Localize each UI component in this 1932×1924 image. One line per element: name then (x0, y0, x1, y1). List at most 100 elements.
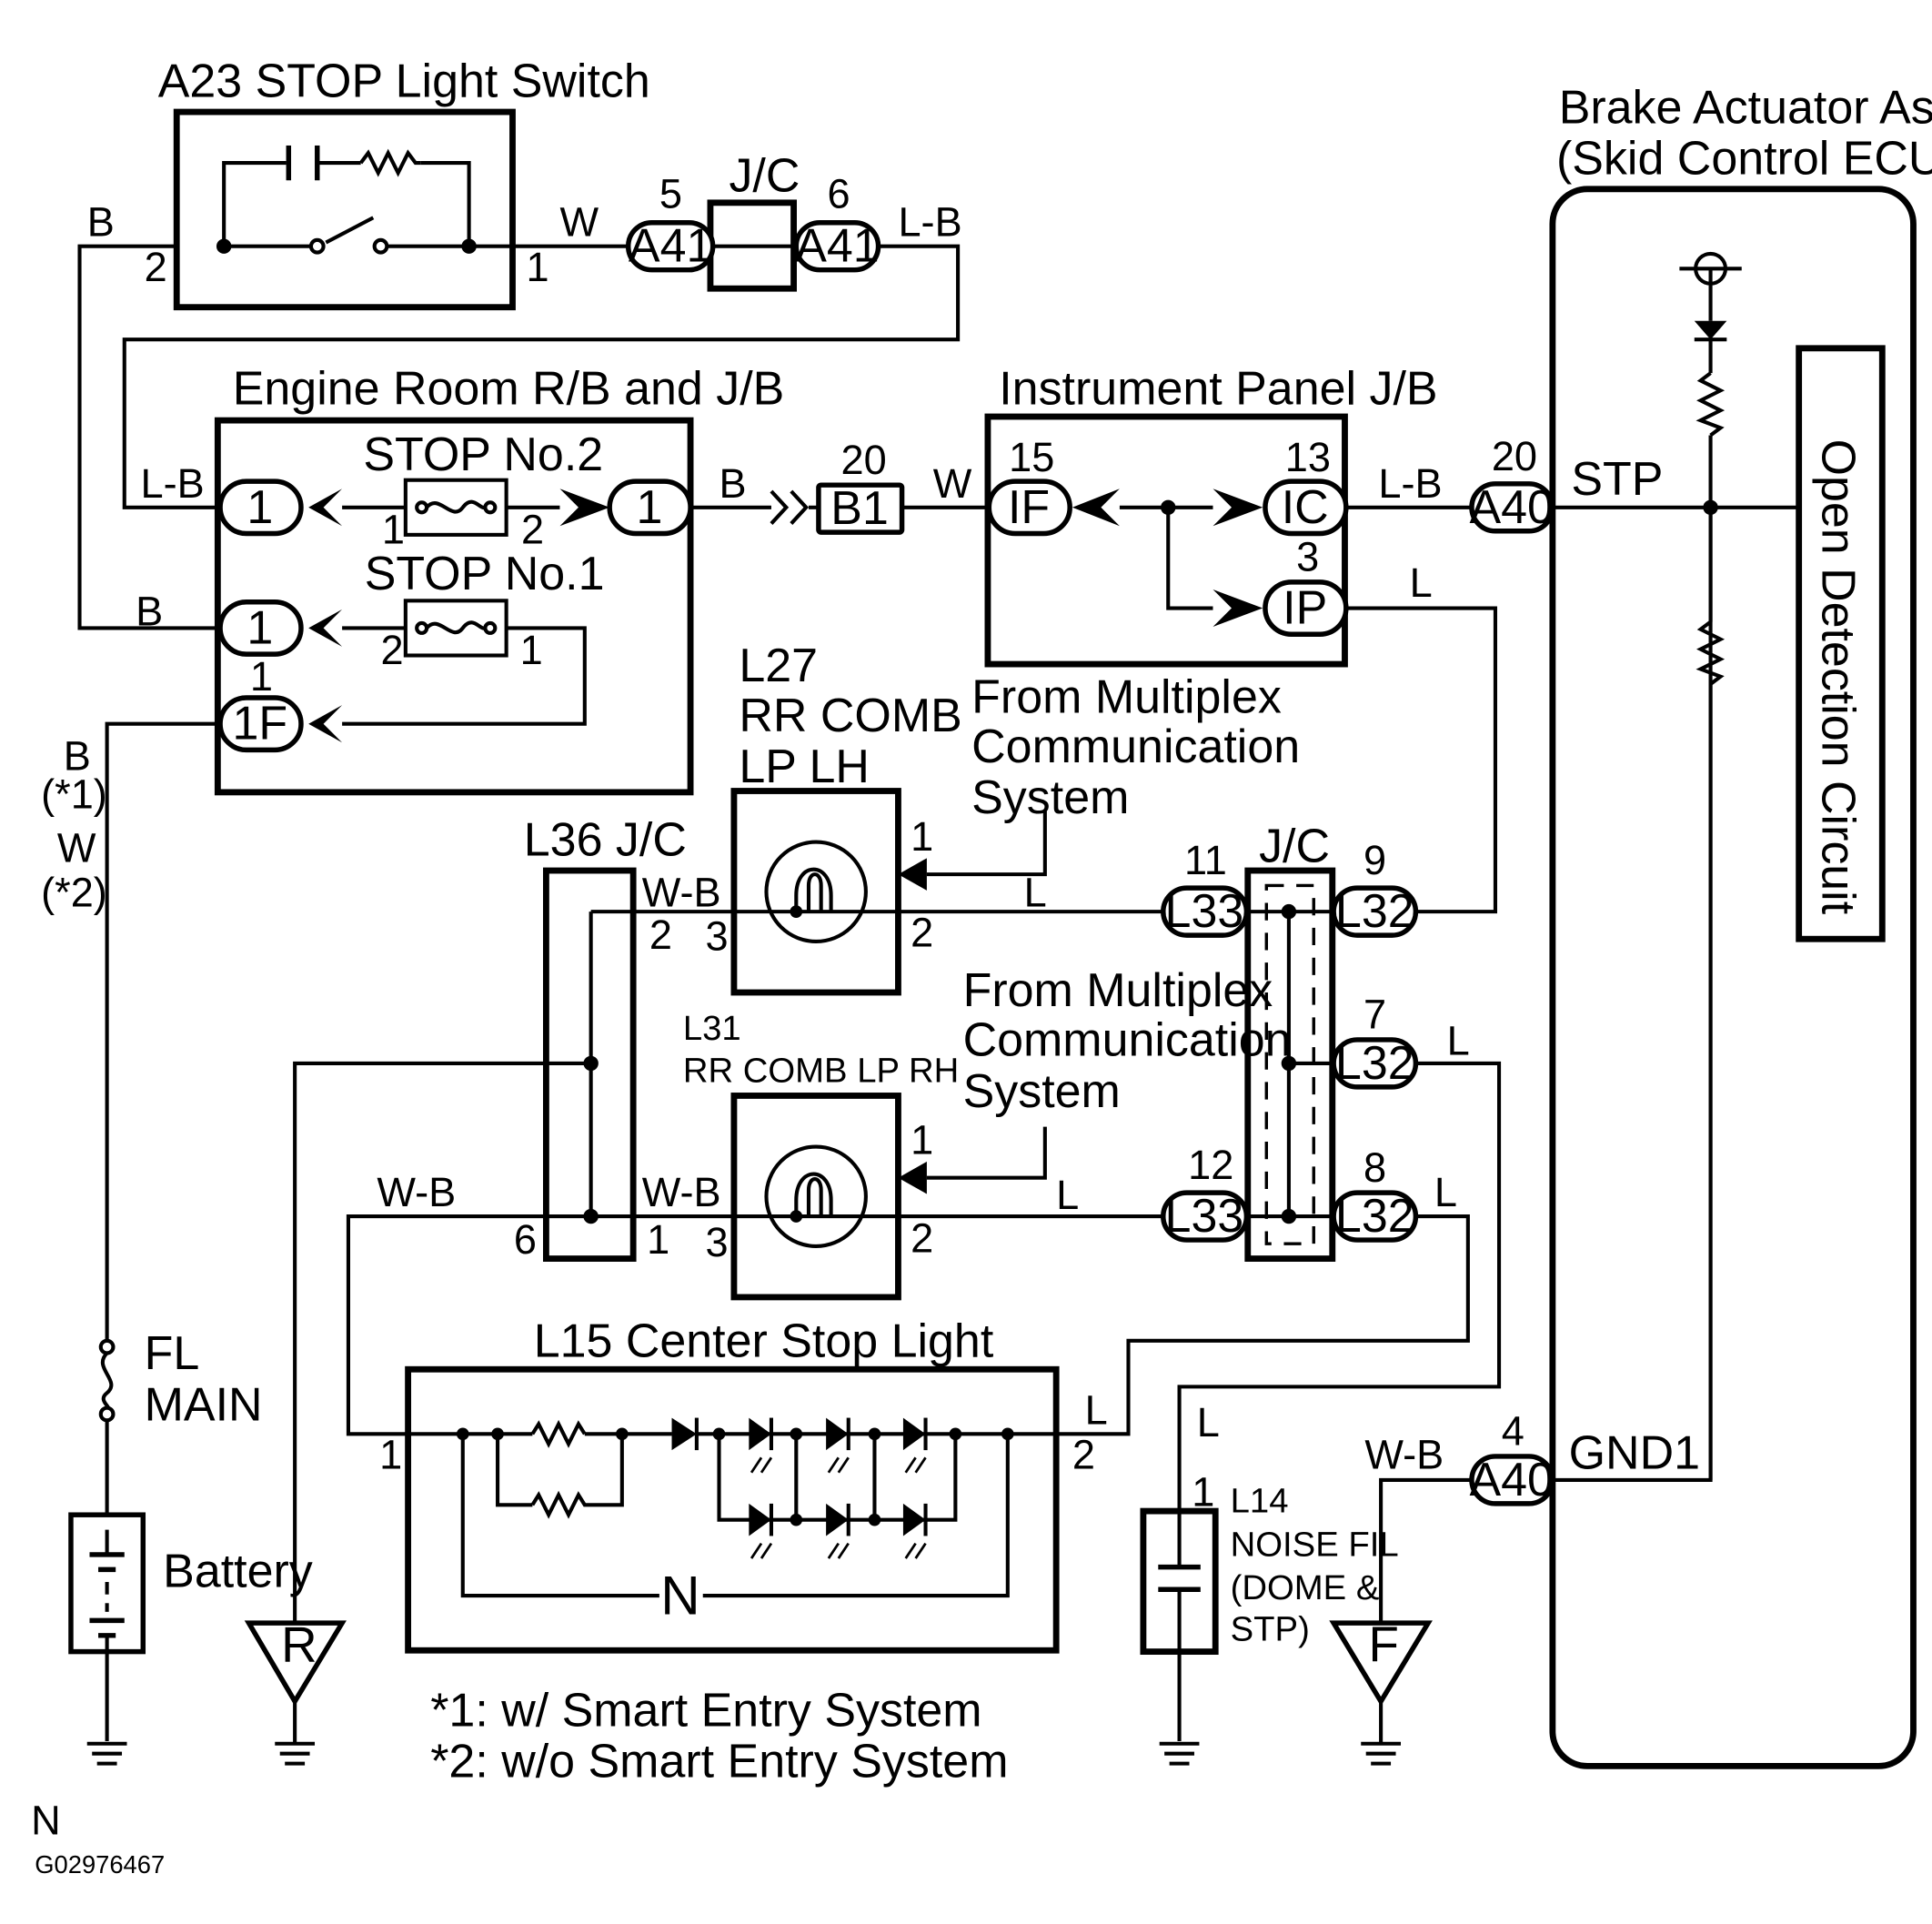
earth-icon-r (275, 1741, 316, 1766)
earth-icon-battery (86, 1741, 127, 1766)
svg-text:3: 3 (705, 913, 728, 960)
svg-text:L: L (1410, 559, 1433, 606)
svg-text:1: 1 (647, 1216, 669, 1263)
connector-l32-8: L32 (1331, 1190, 1419, 1243)
svg-text:L32: L32 (1335, 885, 1414, 938)
connector-l32-9: L32 (1331, 885, 1419, 938)
bulb-icon-l31 (764, 1144, 868, 1248)
l15-label: L15 Center Stop Light (534, 1315, 994, 1368)
instrument-panel-title: Instrument Panel J/B (999, 362, 1437, 415)
fuse-stop1-label: STOP No.1 (365, 548, 605, 600)
svg-text:L: L (1434, 1169, 1457, 1215)
svg-text:9: 9 (1363, 837, 1386, 883)
engine-room-title: Engine Room R/B and J/B (233, 362, 785, 415)
battery-label: Battery (163, 1546, 313, 1598)
footer: N G02976467 (31, 1798, 165, 1879)
svg-text:12: 12 (1188, 1142, 1233, 1188)
open-detection-label: Open Detection Circuit (1812, 439, 1865, 915)
svg-text:L: L (1056, 1172, 1079, 1218)
brake-actuator-subtitle: (Skid Control ECU) (1556, 132, 1932, 185)
svg-text:1: 1 (382, 506, 405, 552)
connector-a41-left: A41 (625, 220, 716, 273)
l27-name-1: RR COMB (739, 690, 961, 742)
connector-ic: IC (1263, 478, 1349, 537)
brake-actuator-title: Brake Actuator Assy (1559, 81, 1932, 134)
svg-text:2: 2 (1072, 1432, 1095, 1478)
svg-text:A41: A41 (795, 220, 879, 273)
connector-1f: 1F (217, 695, 304, 753)
earth-icon-f (1361, 1741, 1402, 1766)
svg-text:W-B: W-B (642, 870, 721, 916)
lamp-symbols (764, 840, 868, 1248)
l27-name-2: LP LH (739, 740, 869, 793)
connector-ip: IP (1263, 579, 1349, 637)
connector-a40-stp: A40 (1469, 481, 1555, 534)
svg-text:(*1): (*1) (41, 771, 107, 818)
connector-l33-11: L33 (1161, 885, 1250, 938)
svg-text:1: 1 (250, 653, 273, 700)
ground-label-r: R (281, 1617, 317, 1673)
svg-text:L: L (1024, 870, 1047, 916)
svg-text:1: 1 (527, 244, 549, 290)
l14-name-2: (DOME & (1231, 1568, 1380, 1607)
connector-l33-12: L33 (1161, 1190, 1250, 1243)
legend: *1: w/ Smart Entry System *2: w/o Smart … (430, 1685, 1008, 1788)
fuse-stop2-label: STOP No.2 (363, 428, 603, 481)
svg-text:2: 2 (649, 912, 672, 958)
fuses (98, 478, 508, 1423)
svg-text:1: 1 (911, 1117, 933, 1163)
connector-er-1-left-top: 1 (217, 478, 304, 537)
svg-text:L33: L33 (1165, 1190, 1244, 1243)
svg-text:L: L (1085, 1386, 1108, 1433)
gnd1-signal-label: GND1 (1569, 1427, 1700, 1480)
component-boxes (173, 108, 1917, 1769)
svg-text:L-B: L-B (141, 460, 205, 507)
svg-text:L32: L32 (1335, 1037, 1414, 1090)
svg-text:8: 8 (1363, 1144, 1386, 1191)
svg-text:W: W (559, 199, 599, 246)
svg-text:B: B (87, 199, 115, 246)
svg-text:L33: L33 (1165, 885, 1244, 938)
svg-text:15: 15 (1009, 434, 1054, 480)
connector-a40-gnd: A40 (1469, 1454, 1555, 1506)
svg-text:W-B: W-B (1364, 1432, 1444, 1478)
diode-circuit-letter: N (660, 1566, 699, 1627)
earth-icon-filter (1159, 1741, 1200, 1766)
inline-connector-b (770, 489, 810, 525)
multiplex-2-line-1: From Multiplex (963, 964, 1273, 1017)
l14-name-1: NOISE FIL (1231, 1525, 1399, 1564)
svg-text:IF: IF (1008, 481, 1050, 534)
pin-numbers: 2 1 5 6 1 2 2 1 1 20 15 13 3 20 1 2 3 2 … (145, 170, 1537, 1515)
l15-circuit: N (410, 1417, 1058, 1627)
legend-note-1: *1: w/ Smart Entry System (430, 1685, 981, 1738)
svg-text:3: 3 (1296, 534, 1319, 580)
svg-text:A40: A40 (1469, 481, 1553, 534)
connector-l32-7: L32 (1331, 1037, 1419, 1090)
svg-text:1: 1 (636, 481, 662, 534)
svg-text:B: B (719, 460, 747, 507)
capacitor-icon (1158, 1511, 1201, 1655)
svg-text:3: 3 (705, 1219, 728, 1265)
l31-code: L31 (683, 1009, 741, 1048)
wires (77, 161, 1798, 1744)
wire-color-labels: B W L-B L-B B W L-B L B B (*1) W (*2) W-… (41, 199, 1470, 1478)
svg-text:13: 13 (1285, 434, 1331, 480)
svg-text:5: 5 (659, 170, 682, 217)
switch-symbols (216, 145, 477, 255)
connector-arrows (308, 489, 1263, 1194)
multiplex-1-line-3: System (971, 771, 1129, 824)
connector-if: IF (986, 478, 1072, 537)
battery-icon (68, 1512, 146, 1655)
l36-label: L36 J/C (524, 814, 687, 867)
svg-text:2: 2 (381, 627, 404, 673)
svg-text:2: 2 (911, 909, 933, 955)
figure-code: G02976467 (35, 1850, 165, 1879)
svg-text:IC: IC (1282, 481, 1329, 534)
fl-main-label-1: FL (145, 1327, 200, 1380)
svg-text:4: 4 (1502, 1408, 1524, 1455)
svg-text:20: 20 (1492, 433, 1537, 479)
l31-name: RR COMB LP RH (683, 1051, 959, 1090)
footer-letter: N (31, 1798, 61, 1844)
l27-code: L27 (739, 640, 818, 692)
ground-label-f: F (1368, 1617, 1398, 1673)
